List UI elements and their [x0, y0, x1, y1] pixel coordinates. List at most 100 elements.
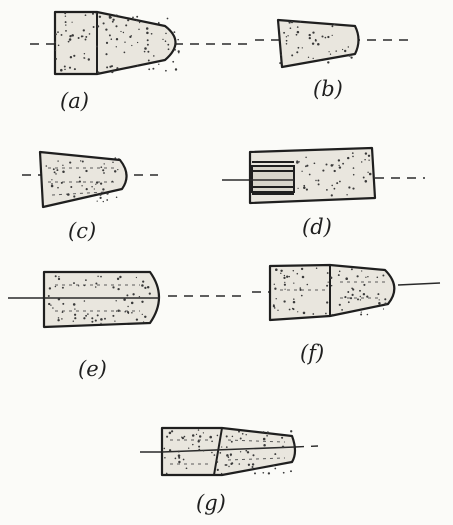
stipple-dot: [83, 317, 86, 320]
stipple-dot: [95, 282, 98, 285]
stipple-dot: [378, 299, 380, 301]
stipple-dot: [91, 12, 95, 15]
stipple-dot: [87, 313, 89, 315]
stipple-dot: [116, 310, 118, 312]
label-d: (d): [302, 215, 332, 239]
stipple-dot: [91, 320, 94, 323]
stipple-dot: [62, 170, 65, 173]
stipple-dot: [273, 307, 276, 309]
stipple-dot: [245, 434, 247, 436]
solid-c: [38, 150, 128, 209]
stipple-dot: [163, 447, 166, 450]
stipple-dot: [262, 431, 265, 433]
stipple-dot: [177, 450, 180, 453]
stipple-dot: [56, 169, 59, 172]
stipple-dot: [115, 196, 118, 199]
stipple-dot: [94, 286, 97, 288]
stipple-dot: [376, 276, 379, 279]
stipple-dot: [124, 41, 126, 43]
stipple-dot: [329, 53, 332, 55]
stipple-dot: [83, 300, 86, 302]
stipple-dot: [120, 30, 122, 33]
stipple-dot: [115, 15, 117, 17]
stipple-dot: [173, 31, 176, 34]
stipple-dot: [308, 36, 311, 40]
stipple-dot: [167, 48, 170, 51]
stipple-dot: [57, 317, 60, 319]
stipple-dot: [283, 300, 286, 303]
stipple-dot: [312, 313, 315, 315]
stipple-dot: [48, 302, 51, 306]
stipple-dot: [274, 453, 277, 456]
stipple-dot: [277, 309, 279, 311]
stipple-dot: [181, 436, 185, 440]
stipple-dot: [336, 182, 339, 185]
stipple-dot: [54, 275, 57, 278]
stipple-dot: [114, 320, 116, 322]
stipple-dot: [172, 60, 175, 63]
stipple-dot: [142, 280, 145, 283]
solid-g: [160, 426, 297, 477]
stipple-c: [45, 157, 120, 203]
stipple-dot: [88, 33, 91, 35]
stipple-dot: [347, 301, 350, 304]
stipple-dot: [124, 310, 126, 313]
stipple-dot: [225, 446, 228, 448]
stipple-dot: [198, 435, 202, 438]
stipple-dot: [102, 188, 105, 191]
stipple-dot: [111, 20, 114, 23]
stipple-dot: [105, 41, 109, 44]
stipple-dot: [54, 33, 57, 36]
stipple-dot: [146, 39, 149, 42]
stipple-dot: [100, 322, 102, 325]
stipple-dot: [77, 37, 80, 39]
stipple-dot: [292, 308, 295, 311]
stipple-dot: [64, 15, 67, 17]
stipple-dot: [48, 287, 52, 290]
stipple-dot: [305, 156, 307, 159]
stipple-dot: [226, 454, 229, 457]
stipple-dot: [338, 166, 342, 169]
stipple-dot: [54, 285, 57, 288]
stipple-dot: [273, 283, 275, 285]
stipple-dot: [307, 56, 310, 58]
stipple-dot: [150, 32, 153, 35]
stipple-dot: [82, 35, 84, 37]
axis-inside-g: [161, 446, 296, 453]
stipple-dot: [330, 284, 333, 287]
stipple-dot: [338, 303, 341, 306]
stipple-dot: [110, 38, 113, 40]
stipple-dot: [352, 155, 354, 158]
stipple-dot: [70, 186, 73, 188]
stipple-dot: [348, 54, 351, 57]
label-g: (g): [196, 491, 226, 515]
stipple-dot: [177, 50, 180, 53]
stipple-dot: [102, 200, 104, 203]
stipple-dot: [144, 47, 147, 50]
stipple-dot: [97, 71, 100, 74]
stipple-dot: [297, 187, 299, 190]
stipple-dot: [50, 184, 54, 188]
stipple-dot: [311, 42, 315, 45]
stipple-dot: [331, 34, 333, 37]
stipple-dot: [147, 59, 150, 62]
stipple-dot: [45, 165, 48, 167]
stipple-dot: [314, 39, 317, 42]
stipple-dot: [60, 68, 63, 72]
stipple-dot: [362, 292, 366, 296]
stipple-dot: [112, 161, 114, 164]
stipple-dot: [178, 456, 181, 459]
stipple-dot: [54, 41, 56, 44]
stipple-dot: [363, 283, 366, 286]
stipple-dot: [111, 180, 114, 183]
stipple-dot: [297, 46, 300, 49]
stipple-dot: [106, 66, 109, 69]
stipple-dot: [283, 276, 286, 280]
panel-e: (e): [8, 270, 248, 381]
stipple-dot: [148, 292, 151, 295]
stipple-dot: [338, 270, 341, 273]
stipple-dot: [290, 20, 294, 24]
stipple-dot: [317, 179, 320, 182]
stipple-dot: [290, 470, 292, 473]
